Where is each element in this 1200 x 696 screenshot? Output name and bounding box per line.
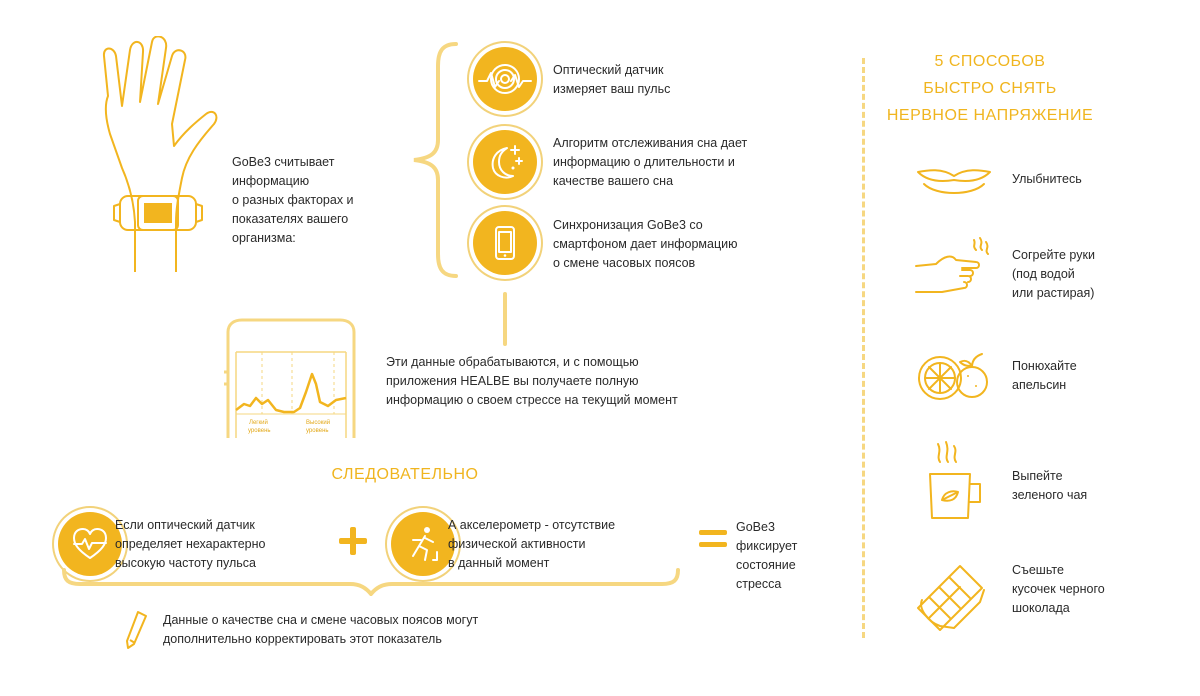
sensor-sync-text: Синхронизация GoBe3 со смартфоном дает и…: [553, 218, 738, 270]
chart-label-low: Легкий: [249, 419, 268, 426]
intro-text: GoBe3 считывает информацию о разных факт…: [232, 155, 354, 245]
conclusion-title: СЛЕДОВАТЕЛЬНО: [331, 466, 479, 483]
tip-tea-text: Выпейте зеленого чая: [1012, 469, 1088, 502]
note-text: Данные о качестве сна и смене часовых по…: [163, 613, 479, 646]
sensor-sleep-text: Алгоритм отслеживания сна дает информаци…: [553, 136, 748, 188]
sensor-pulse-text: Оптический датчик измеряет ваш пульс: [553, 63, 671, 96]
chart-label-high-2: уровень: [306, 428, 329, 434]
sensor-sleep-circle: [473, 130, 537, 194]
equals-sign-bottom: [699, 542, 727, 547]
connector-line: [503, 292, 507, 346]
tip-hands-text: Согрейте руки (под водой или растирая): [1012, 248, 1095, 300]
condition-activity-text: А акселерометр - отсутствие физической а…: [448, 518, 616, 570]
hand-with-band-illustration: [102, 36, 218, 272]
condition-heart-text: Если оптический датчик определяет нехара…: [115, 518, 266, 570]
heart-pulse-icon: [478, 64, 532, 94]
tip-chocolate-text: Съешьте кусочек черного шоколада: [1012, 563, 1105, 615]
chocolate-icon: [917, 565, 985, 631]
tips-title: 5 СПОСОБОВ БЫСТРО СНЯТЬ НЕРВНОЕ НАПРЯЖЕН…: [886, 53, 1094, 124]
moon-stars-icon: [491, 145, 523, 179]
condition-activity-circle: [391, 512, 455, 576]
result-text: GoBe3 фиксирует состояние стресса: [736, 520, 798, 591]
warm-hands-icon: [915, 237, 989, 293]
tea-cup-icon: [929, 441, 981, 519]
chart-label-high: Высокий: [306, 419, 330, 426]
smartphone-icon: [495, 226, 515, 260]
orange-icon: [918, 353, 988, 400]
conditions-brace: [62, 568, 680, 596]
app-description: Эти данные обрабатываются, и с помощью п…: [386, 355, 678, 407]
heart-rate-icon: [73, 528, 107, 559]
sensor-pulse-circle: [473, 47, 537, 111]
plus-sign-vertical: [350, 527, 356, 555]
vertical-divider: [862, 58, 865, 638]
band-sensor-square: [144, 203, 172, 223]
no-activity-icon: [412, 527, 438, 561]
equals-sign: [699, 530, 727, 535]
smile-lips-icon: [917, 169, 991, 194]
sensor-sync-circle: [473, 211, 537, 275]
pencil-icon: [126, 611, 147, 649]
tip-smile-text: Улыбнитесь: [1012, 172, 1082, 186]
phone-stress-chart-illustration: Легкий уровень Высокий уровень: [224, 318, 356, 438]
sensors-brace: [413, 42, 458, 278]
tip-orange-text: Понюхайте апельсин: [1012, 359, 1077, 392]
condition-heart-circle: [58, 512, 122, 576]
chart-label-low-2: уровень: [248, 428, 271, 434]
